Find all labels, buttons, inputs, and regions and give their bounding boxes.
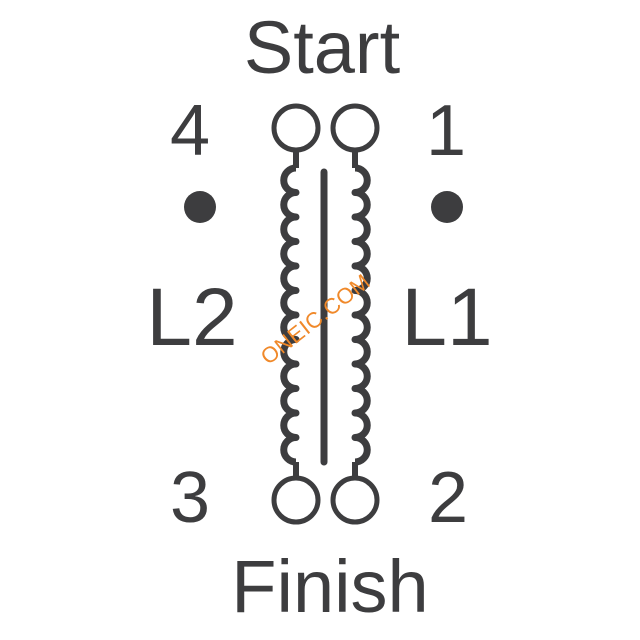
terminal-3 — [271, 475, 321, 525]
watermark-text: ONEIC.COM — [256, 269, 375, 370]
coil-l1 — [351, 150, 371, 476]
pin-4-label: 4 — [170, 91, 210, 171]
pin-1-label: 1 — [426, 91, 466, 171]
terminal-2 — [330, 475, 380, 525]
start-label: Start — [244, 6, 401, 89]
coil-l1-label: L1 — [401, 272, 492, 363]
terminal-1 — [330, 103, 380, 153]
coil-l2-label: L2 — [146, 272, 237, 363]
coil-l2 — [280, 150, 300, 476]
pin-2-label: 2 — [428, 458, 468, 538]
polarity-dot-right — [431, 191, 463, 223]
finish-label: Finish — [231, 545, 428, 628]
pin-3-label: 3 — [170, 458, 210, 538]
polarity-dot-left — [184, 191, 216, 223]
terminal-4 — [271, 103, 321, 153]
